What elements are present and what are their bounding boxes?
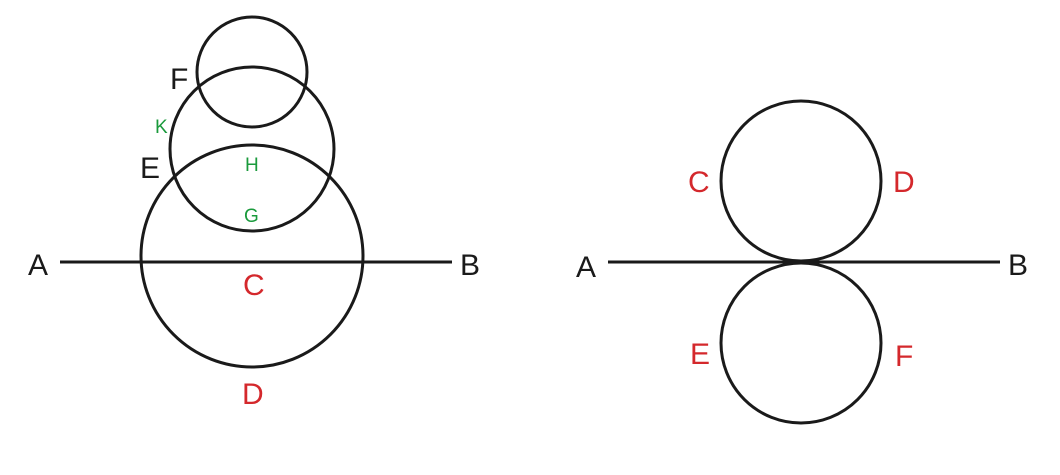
right-label-e: E — [690, 338, 710, 371]
right-figure-labels: A B C D E F — [576, 166, 1028, 373]
right-upper-circle — [719, 99, 883, 263]
left-label-f: F — [170, 63, 188, 96]
left-label-b: B — [460, 249, 480, 282]
left-label-a: A — [28, 249, 48, 282]
left-label-h: H — [245, 155, 259, 176]
left-label-e: E — [140, 152, 160, 185]
left-large-circle — [139, 143, 365, 369]
right-label-a: A — [576, 251, 596, 284]
right-lower-circle — [719, 261, 883, 425]
left-label-g: G — [244, 206, 259, 227]
right-label-f: F — [895, 340, 913, 373]
right-figure — [608, 99, 1000, 425]
left-label-d: D — [242, 378, 264, 411]
right-label-d: D — [893, 166, 915, 199]
left-middle-circle — [168, 65, 336, 233]
left-top-circle — [195, 15, 309, 129]
left-figure — [60, 15, 452, 369]
left-figure-labels: A B C D E F K H G — [28, 63, 480, 411]
right-label-b: B — [1008, 249, 1028, 282]
left-label-k: K — [155, 117, 168, 138]
right-label-c: C — [688, 166, 710, 199]
left-label-c: C — [243, 269, 265, 302]
